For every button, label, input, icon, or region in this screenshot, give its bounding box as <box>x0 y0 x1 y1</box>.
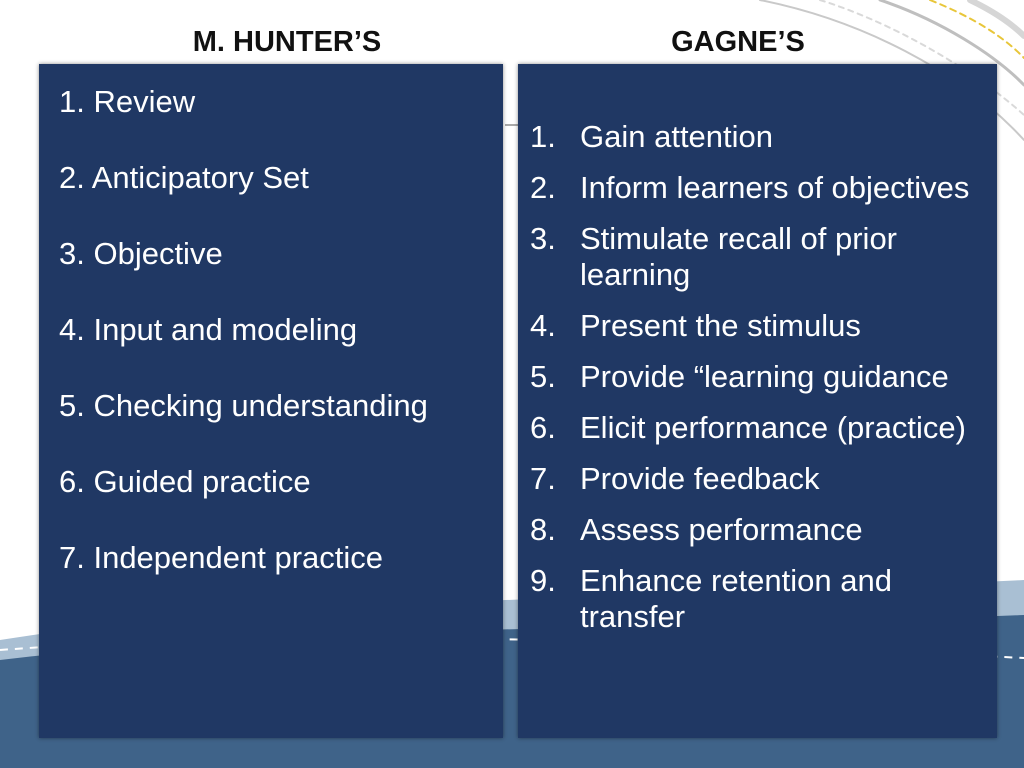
gagne-event-text: Present the stimulus <box>580 308 861 343</box>
hunter-step: 6. Guided practice <box>59 464 311 499</box>
gagne-event: 1. Gain attention <box>530 119 992 155</box>
heading-hunter: M. HUNTER’S <box>192 26 382 58</box>
gagne-event-text: Provide “learning guidance <box>580 359 949 394</box>
hunter-step: 5. Checking understanding <box>59 388 428 423</box>
gagne-event-number: 5. <box>530 359 556 394</box>
gagne-event-number: 6. <box>530 410 556 445</box>
gagne-event-number: 2. <box>530 170 556 205</box>
hunter-step: 2. Anticipatory Set <box>59 160 309 195</box>
gagne-event-text: Stimulate recall of prior learning <box>580 221 898 292</box>
gagne-event: 3. Stimulate recall of prior learning <box>530 221 992 293</box>
gagne-event: 2. Inform learners of objectives <box>530 170 992 206</box>
gagne-event-text: Elicit performance (practice) <box>580 410 966 445</box>
gagne-event: 4. Present the stimulus <box>530 308 992 344</box>
gagne-event-number: 4. <box>530 308 556 343</box>
hunter-panel: 1. Review 2. Anticipatory Set 3. Objecti… <box>39 64 503 738</box>
gagne-event-number: 9. <box>530 563 556 598</box>
gagne-event-text: Inform learners of objectives <box>580 170 970 205</box>
gagne-event-text: Gain attention <box>580 119 774 154</box>
hunter-step: 1. Review <box>59 84 196 119</box>
hunter-step: 3. Objective <box>59 236 223 271</box>
gagne-event: 8. Assess performance <box>530 512 992 548</box>
heading-gagne: GAGNE’S <box>671 26 805 58</box>
gagne-event: 9. Enhance retention and transfer <box>530 563 992 635</box>
hunter-list: 1. Review 2. Anticipatory Set 3. Objecti… <box>59 84 428 616</box>
gagne-event-number: 7. <box>530 461 556 496</box>
gagne-event: 6. Elicit performance (practice) <box>530 410 992 446</box>
gagne-event: 5. Provide “learning guidance <box>530 359 992 395</box>
gagne-list: 1. Gain attention 2. Inform learners of ob… <box>530 119 992 650</box>
gagne-event-number: 8. <box>530 512 556 547</box>
gagne-event-text: Assess performance <box>580 512 863 547</box>
hunter-step: 7. Independent practice <box>59 540 384 575</box>
gagne-event-text: Provide feedback <box>580 461 820 496</box>
gagne-event-number: 3. <box>530 221 556 256</box>
gagne-event-text: Enhance retention and transfer <box>580 563 892 634</box>
gagne-event: 7. Provide feedback <box>530 461 992 497</box>
gagne-panel: 1. Gain attention 2. Inform learners of ob… <box>518 64 997 738</box>
background-arcs <box>759 0 1024 141</box>
hunter-step: 4. Input and modeling <box>59 312 358 347</box>
gagne-event-number: 1. <box>530 119 556 154</box>
